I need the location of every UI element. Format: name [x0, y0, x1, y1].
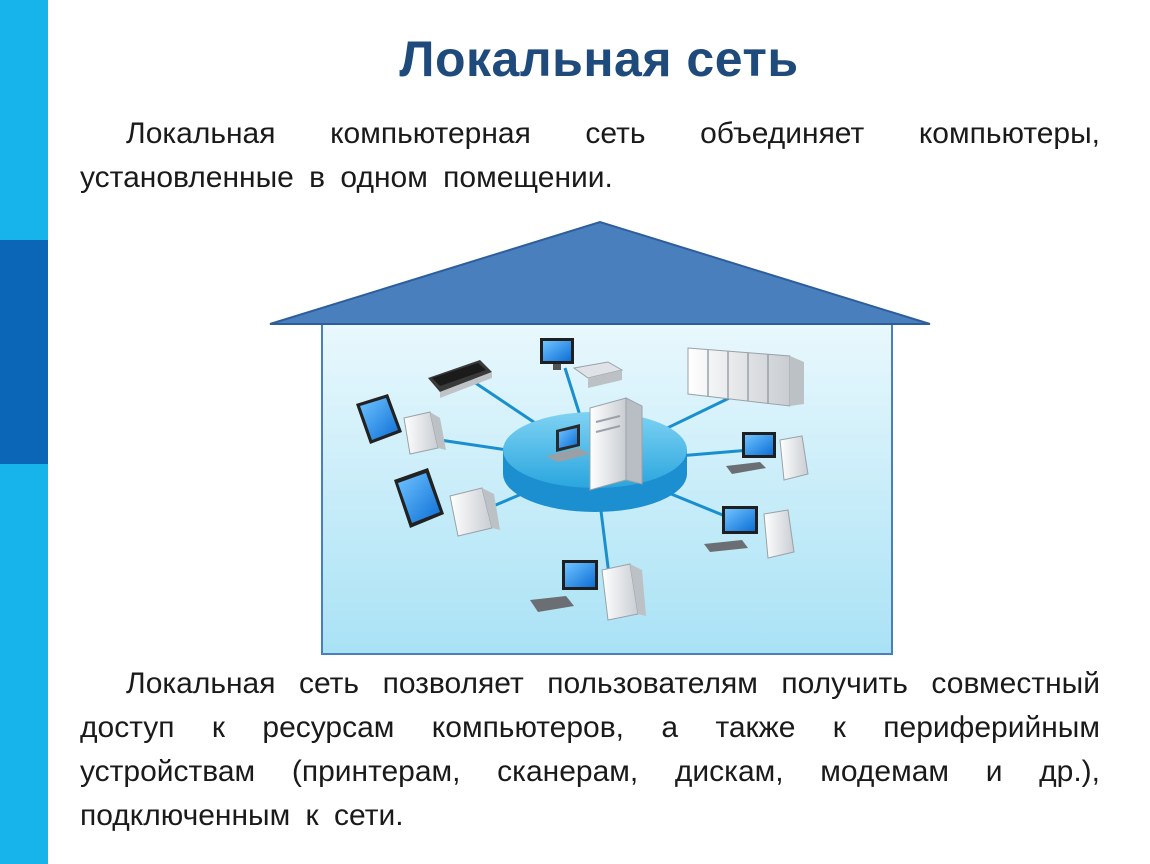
desktop-pc-icon [356, 394, 446, 455]
side-bar-middle-segment [0, 240, 48, 464]
desktop-pc-icon [530, 560, 646, 621]
laptop-icon [546, 424, 590, 462]
tape-library-icon [687, 347, 804, 407]
scanner-icon [428, 360, 492, 398]
desktop-pc-icon [394, 468, 500, 537]
monitor-icon [540, 338, 624, 388]
side-accent-bar [0, 0, 48, 864]
side-bar-top-segment [0, 0, 48, 240]
description-paragraph: Локальная сеть позволяет пользователям п… [80, 667, 1100, 832]
house-roof [269, 220, 931, 325]
desktop-pc-icon [704, 506, 795, 559]
server-tower-icon [589, 397, 643, 491]
desktop-pc-icon [726, 432, 809, 481]
side-bar-bottom-segment [0, 464, 48, 864]
network-house-diagram [260, 218, 940, 658]
intro-paragraph: Локальная компьютерная сеть объединяет к… [80, 117, 1100, 194]
slide-title: Локальная сеть [399, 31, 799, 87]
